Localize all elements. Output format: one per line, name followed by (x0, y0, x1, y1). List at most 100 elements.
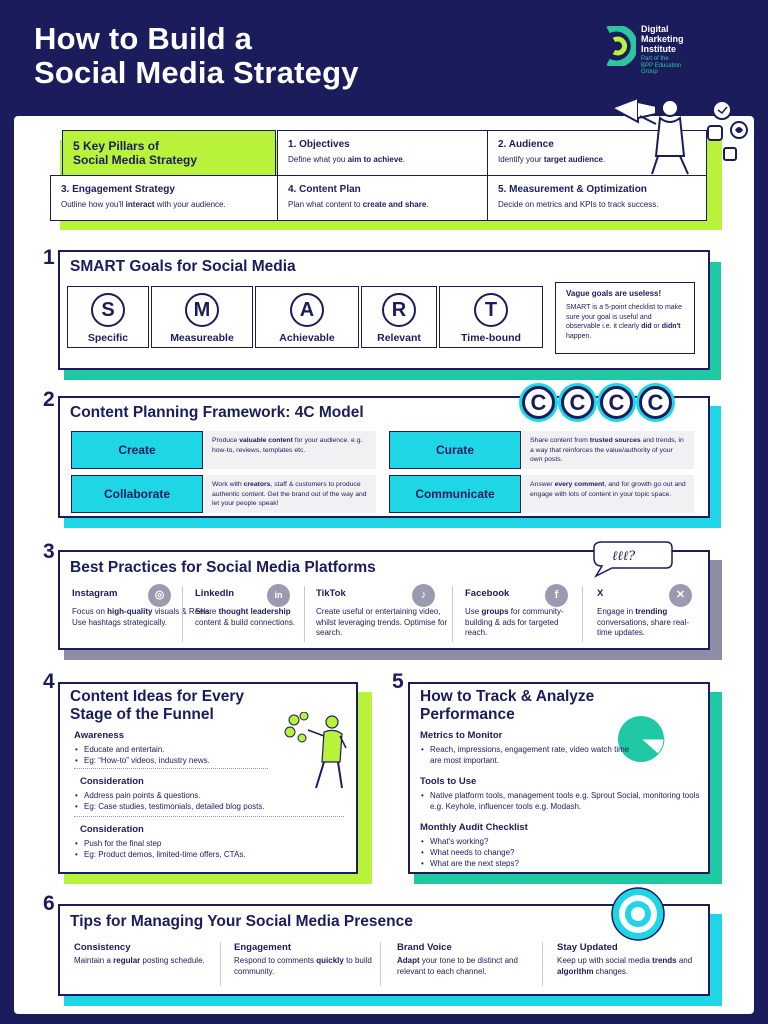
pillar-desc: Define what you aim to achieve. (288, 155, 405, 164)
funnel-consideration-1: Consideration Address pain points & ques… (75, 776, 350, 812)
section-number-2: 2 (43, 388, 55, 411)
funnel-heading: Content Ideas for Every Stage of the Fun… (70, 688, 244, 724)
funnel-consideration-2: Consideration Push for the final step Eg… (75, 824, 350, 860)
tip-desc: Maintain a regular posting schedule. (74, 956, 205, 965)
logo-sub-3: Group (641, 69, 658, 75)
tip-title: Stay Updated (557, 942, 618, 953)
track-section-title: Monthly Audit Checklist (420, 822, 528, 833)
smart-note-title: Vague goals are useless! (566, 289, 662, 298)
speech-bubble-icon: ℓℓℓ? (593, 541, 673, 578)
dotted-divider (74, 768, 268, 769)
funnel-bullet: Eg: Product demos, limited-time offers, … (74, 849, 350, 860)
logo-text-1: Digital (641, 24, 669, 34)
fourc-collaborate: Collaborate (71, 475, 203, 513)
c-badge: C (600, 386, 633, 419)
track-heading: How to Track & Analyze Performance (420, 688, 594, 724)
title-line-2: Social Media Strategy (34, 55, 359, 90)
platform-desc: Use groups for community-building & ads … (465, 607, 564, 637)
platform-desc: Focus on high-quality visuals & Reels. U… (72, 607, 212, 627)
platform-tiktok: TikTok Create useful or entertaining vid… (316, 588, 450, 639)
logo-sub-1: Part of the (641, 56, 669, 62)
tips-panel (58, 904, 710, 996)
smart-letter: R (382, 293, 416, 327)
section-number-5: 5 (392, 670, 404, 693)
title-line-1: How to Build a (34, 21, 253, 56)
pillar-title: 5. Measurement & Optimization (498, 184, 647, 195)
fourc-collaborate-desc: Work with creators, staff & customers to… (204, 475, 376, 513)
speech-bubble-text: ℓℓℓ? (612, 549, 636, 564)
track-heading-1: How to Track & Analyze (420, 688, 595, 705)
tiktok-icon: ♪ (412, 584, 435, 607)
c-badge: C (639, 386, 672, 419)
divider (220, 942, 221, 986)
funnel-bullet: Push for the final step (74, 838, 350, 849)
divider (304, 586, 305, 642)
tip-title: Consistency (74, 942, 131, 953)
fourc-curate-desc: Share content from trusted sources and t… (522, 431, 694, 469)
pillar-objectives: 1. Objectives Define what you aim to ach… (277, 130, 488, 176)
smart-label: Specific (87, 332, 129, 344)
dotted-divider (74, 816, 344, 817)
tip-engagement: Engagement Respond to comments quickly t… (234, 942, 384, 977)
track-tools: Tools to Use Native platform tools, mana… (420, 776, 702, 812)
platform-name: Instagram (72, 588, 118, 599)
pillar-measurement: 5. Measurement & Optimization Decide on … (487, 175, 707, 221)
tip-title: Engagement (234, 942, 292, 953)
tip-desc: Respond to comments quickly to build com… (234, 956, 372, 976)
c-badge: C (561, 386, 594, 419)
smart-letter: S (91, 293, 125, 327)
divider (582, 586, 583, 642)
funnel-stage-title: Consideration (80, 824, 144, 835)
track-section-title: Metrics to Monitor (420, 730, 503, 741)
fourc-create: Create (71, 431, 203, 469)
target-icon (611, 887, 665, 941)
pillar-title: 2. Audience (498, 139, 554, 150)
fourc-heading: Content Planning Framework: 4C Model (70, 404, 364, 421)
track-audit: Monthly Audit Checklist What's working? … (420, 822, 702, 869)
fourc-create-desc: Produce valuable content for your audien… (204, 431, 376, 469)
funnel-heading-1: Content Ideas for Every (70, 688, 244, 705)
section-number-6: 6 (43, 892, 55, 915)
track-bullet: What needs to change? (420, 847, 702, 858)
fourc-curate: Curate (389, 431, 521, 469)
platform-desc: Share thought leadership content & build… (195, 607, 296, 627)
facebook-icon: f (545, 584, 568, 607)
pillar-desc: Identify your target audience. (498, 155, 606, 164)
pillars-heading-1: 5 Key Pillars of (73, 139, 160, 153)
pillar-title: 4. Content Plan (288, 184, 361, 195)
platforms-heading: Best Practices for Social Media Platform… (70, 559, 376, 576)
tip-desc: Keep up with social media trends and alg… (557, 956, 693, 976)
tip-brand-voice: Brand Voice Adapt your tone to be distin… (397, 942, 547, 977)
funnel-awareness: Awareness Educate and entertain. Eg: “Ho… (74, 730, 274, 766)
pillar-desc: Outline how you'll interact with your au… (61, 200, 226, 209)
smart-achievable: A Achievable (255, 286, 359, 348)
funnel-stage-title: Consideration (80, 776, 144, 787)
track-bullet: Native platform tools, management tools … (420, 790, 702, 812)
instagram-icon: ◎ (148, 584, 171, 607)
track-bullet: What's working? (420, 836, 702, 847)
funnel-bullet: Address pain points & questions. (74, 790, 350, 801)
platform-name: X (597, 588, 604, 599)
smart-label: Relevant (377, 332, 421, 344)
funnel-heading-2: Stage of the Funnel (70, 706, 214, 723)
pillar-title: 3. Engagement Strategy (61, 184, 175, 195)
smart-label: Time-bound (461, 332, 521, 344)
fourc-communicate: Communicate (389, 475, 521, 513)
section-number-1: 1 (43, 246, 55, 269)
track-metrics: Metrics to Monitor Reach, impressions, e… (420, 730, 630, 766)
platform-desc: Engage in trending conversations, share … (597, 607, 690, 637)
platform-desc: Create useful or entertaining video, whi… (316, 607, 448, 637)
page-title: How to Build a Social Media Strategy (34, 22, 359, 90)
smart-relevant: R Relevant (361, 286, 437, 348)
dmi-logo-mark-icon (606, 26, 636, 66)
pillars-heading-2: Social Media Strategy (73, 153, 198, 167)
smart-label: Measureable (170, 332, 234, 344)
infographic-sheet: 5 Key Pillars of Social Media Strategy 1… (14, 96, 754, 1014)
platform-facebook: Facebook Use groups for community-buildi… (465, 588, 575, 639)
smart-heading: SMART Goals for Social Media (70, 258, 296, 275)
tip-desc: Adapt your tone to be distinct and relev… (397, 956, 518, 976)
pillar-title: 1. Objectives (288, 139, 350, 150)
track-bullet: What are the next steps? (420, 858, 702, 869)
tip-stay-updated: Stay Updated Keep up with social media t… (557, 942, 707, 977)
megaphone-person-illustration (609, 96, 748, 175)
